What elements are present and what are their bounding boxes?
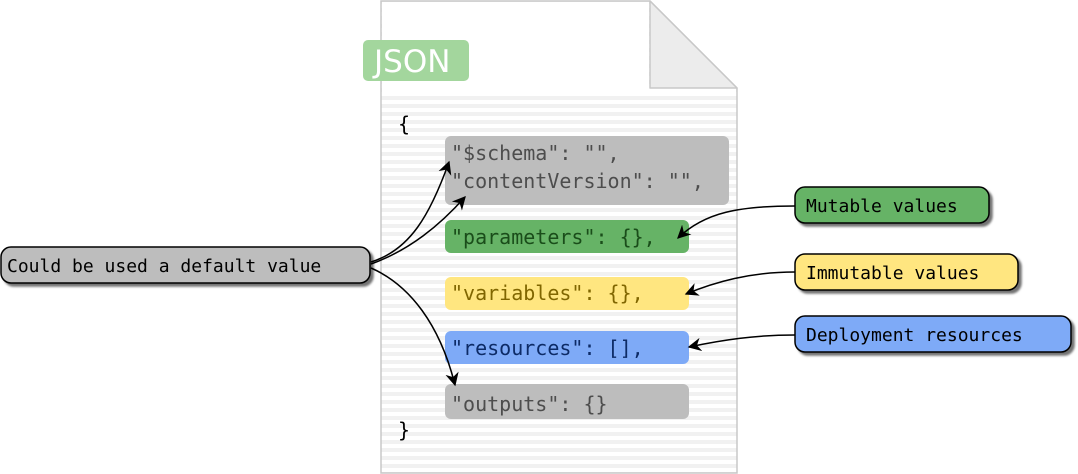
json-badge-background (363, 40, 469, 81)
outputs-block-highlight (445, 384, 689, 419)
arrow-immutable-to-variables (684, 271, 796, 296)
code-resources-line: "resources": [], (451, 336, 644, 360)
arrow-default-to-schema (370, 160, 452, 263)
callout-deployment-label: Deployment resources (806, 325, 1023, 346)
callout-default-value-label: Could be used a default value (7, 256, 321, 277)
code-parameters-line: "parameters": {}, (451, 225, 656, 249)
schema-block-highlight (445, 136, 729, 205)
arrow-mutable-to-parameters (677, 205, 796, 239)
callout-immutable: Immutable values (794, 253, 1019, 291)
parameters-block-highlight (445, 220, 689, 253)
document-folded-corner (649, 0, 738, 89)
callout-mutable-label: Mutable values (806, 196, 958, 217)
arrow-default-to-outputs (370, 267, 459, 387)
json-badge-label: JSON (372, 44, 450, 80)
arrow-deployment-to-resources (687, 334, 796, 352)
json-badge: JSON (363, 40, 469, 81)
code-variables-line: "variables": {}, (451, 281, 644, 305)
code-open-brace: { (398, 112, 410, 136)
code-outputs-line: "outputs": {} (451, 392, 608, 416)
callout-mutable: Mutable values (794, 186, 990, 224)
callout-default-value: Could be used a default value (0, 246, 371, 284)
callout-mutable-box (794, 186, 990, 224)
code-schema-line: "$schema": "", (451, 141, 620, 165)
code-close-brace: } (398, 418, 410, 442)
resources-block-highlight (445, 331, 689, 364)
callout-default-value-box (0, 246, 371, 284)
callout-deployment: Deployment resources (794, 315, 1072, 353)
callout-deployment-box (794, 315, 1072, 353)
code-content-version-line: "contentVersion": "", (451, 169, 704, 193)
callout-immutable-label: Immutable values (806, 263, 979, 284)
callout-immutable-box (794, 253, 1019, 291)
document-white-top (382, 2, 736, 96)
variables-block-highlight (445, 277, 689, 310)
arrow-default-to-content-version (370, 195, 466, 265)
connector-arrows (370, 160, 796, 387)
